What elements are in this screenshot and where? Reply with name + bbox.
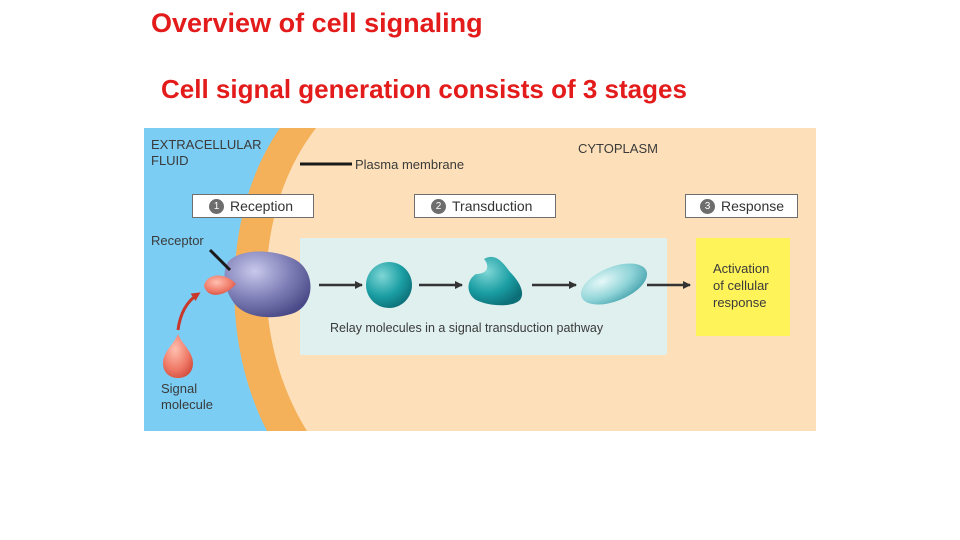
stage-number-2: 2 bbox=[431, 198, 446, 214]
response-box: Activation of cellular response bbox=[696, 238, 790, 336]
signal-molecule-label: Signal molecule bbox=[161, 381, 213, 413]
response-line1: Activation bbox=[713, 261, 770, 276]
extracellular-label: EXTRACELLULAR FLUID bbox=[151, 137, 262, 169]
cytoplasm-label: CYTOPLASM bbox=[578, 141, 658, 156]
stage-label-transduction: Transduction bbox=[452, 198, 533, 214]
receptor-protein bbox=[224, 251, 311, 318]
relay-molecule-3 bbox=[580, 263, 648, 305]
plasma-membrane-label: Plasma membrane bbox=[355, 157, 465, 172]
cell-signaling-diagram: EXTRACELLULAR FLUID Plasma membrane CYTO… bbox=[144, 128, 816, 431]
relay-caption: Relay molecules in a signal transduction… bbox=[330, 321, 604, 335]
receptor-leader-line bbox=[208, 248, 232, 272]
slide-title: Overview of cell signaling bbox=[151, 8, 483, 38]
stage-reception: 1 Reception bbox=[192, 194, 314, 218]
binding-arrow bbox=[176, 292, 201, 331]
stage-label-response: Response bbox=[721, 198, 785, 214]
relay-molecule-1 bbox=[366, 262, 412, 308]
extracellular-label-line1: EXTRACELLULAR bbox=[151, 137, 262, 152]
stage-transduction: 2 Transduction bbox=[414, 194, 556, 218]
bound-signal-molecule bbox=[204, 275, 236, 295]
stage-number-3: 3 bbox=[700, 198, 715, 214]
free-signal-molecule bbox=[163, 334, 193, 378]
relay-molecule-2 bbox=[468, 256, 523, 306]
response-line3: response bbox=[713, 295, 767, 310]
signal-label-line2: molecule bbox=[161, 397, 214, 412]
receptor-label: Receptor bbox=[151, 233, 204, 248]
stage-number-1: 1 bbox=[209, 198, 224, 214]
stage-response: 3 Response bbox=[685, 194, 798, 218]
stage-label-reception: Reception bbox=[230, 198, 294, 214]
signal-label-line1: Signal bbox=[161, 381, 198, 396]
extracellular-label-line2: FLUID bbox=[151, 153, 189, 168]
slide-subtitle: Cell signal generation consists of 3 sta… bbox=[161, 74, 687, 104]
response-line2: of cellular bbox=[713, 278, 769, 293]
